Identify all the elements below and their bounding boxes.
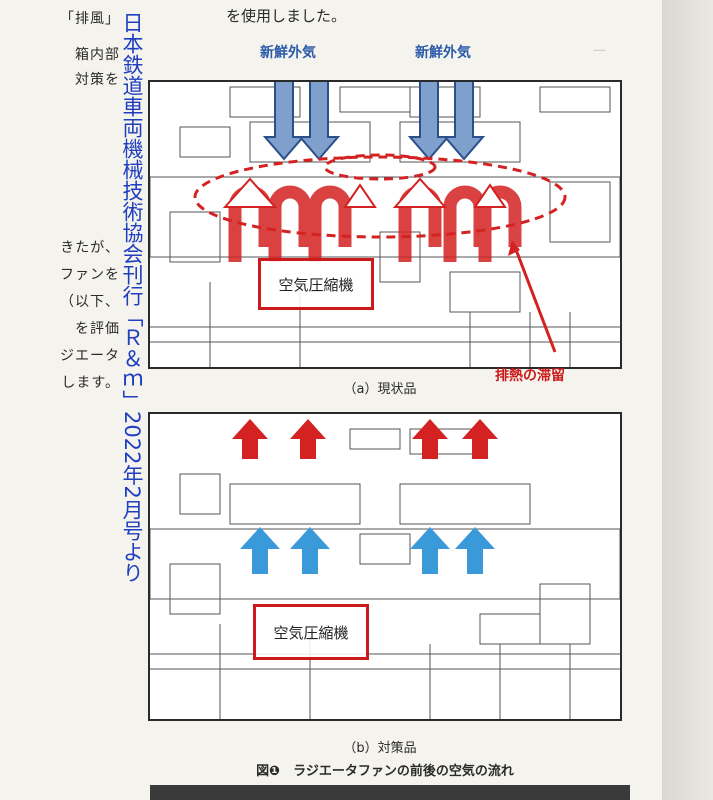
text-line: 対策を	[75, 72, 120, 88]
diagram-drawing	[150, 82, 620, 367]
text-line: きたが、	[60, 240, 120, 256]
text-line: ジエータ	[60, 348, 120, 364]
vertical-credit: 日本鉄道車両機械技術協会刊行「Ｒ＆ｍ」2022年2月号より	[115, 12, 149, 782]
text-line: 箱内部	[75, 47, 120, 63]
text-line: （以下、	[60, 294, 120, 310]
page-edge-shadow	[662, 0, 713, 800]
text-line: 「排風」	[60, 11, 120, 27]
bleed-text: ー	[592, 42, 608, 60]
caption-b: （b）対策品	[343, 741, 417, 756]
top-text: を使用しました。	[226, 7, 347, 25]
text-line: します。	[61, 375, 120, 391]
fresh-air-label-left: 新鮮外気	[260, 45, 316, 61]
compressor-box-a: 空気圧縮機	[258, 258, 374, 310]
figure-a	[148, 80, 622, 369]
figure-title: 図❶ ラジエータファンの前後の空気の流れ	[256, 764, 514, 779]
figure-b	[148, 412, 622, 721]
fresh-air-label-right: 新鮮外気	[415, 45, 471, 61]
text-line: を評価	[75, 321, 120, 337]
diagram-drawing	[150, 419, 620, 719]
credit-text: 日本鉄道車両機械技術協会刊行「Ｒ＆ｍ」2022年2月号より	[120, 12, 144, 583]
caption-a: （a）現状品	[343, 382, 417, 397]
bottom-photo-edge	[150, 785, 630, 800]
compressor-box-b: 空気圧縮機	[253, 604, 369, 660]
heat-retention-label: 排熱の滞留	[495, 368, 565, 384]
text-line: ファンを	[60, 267, 120, 283]
